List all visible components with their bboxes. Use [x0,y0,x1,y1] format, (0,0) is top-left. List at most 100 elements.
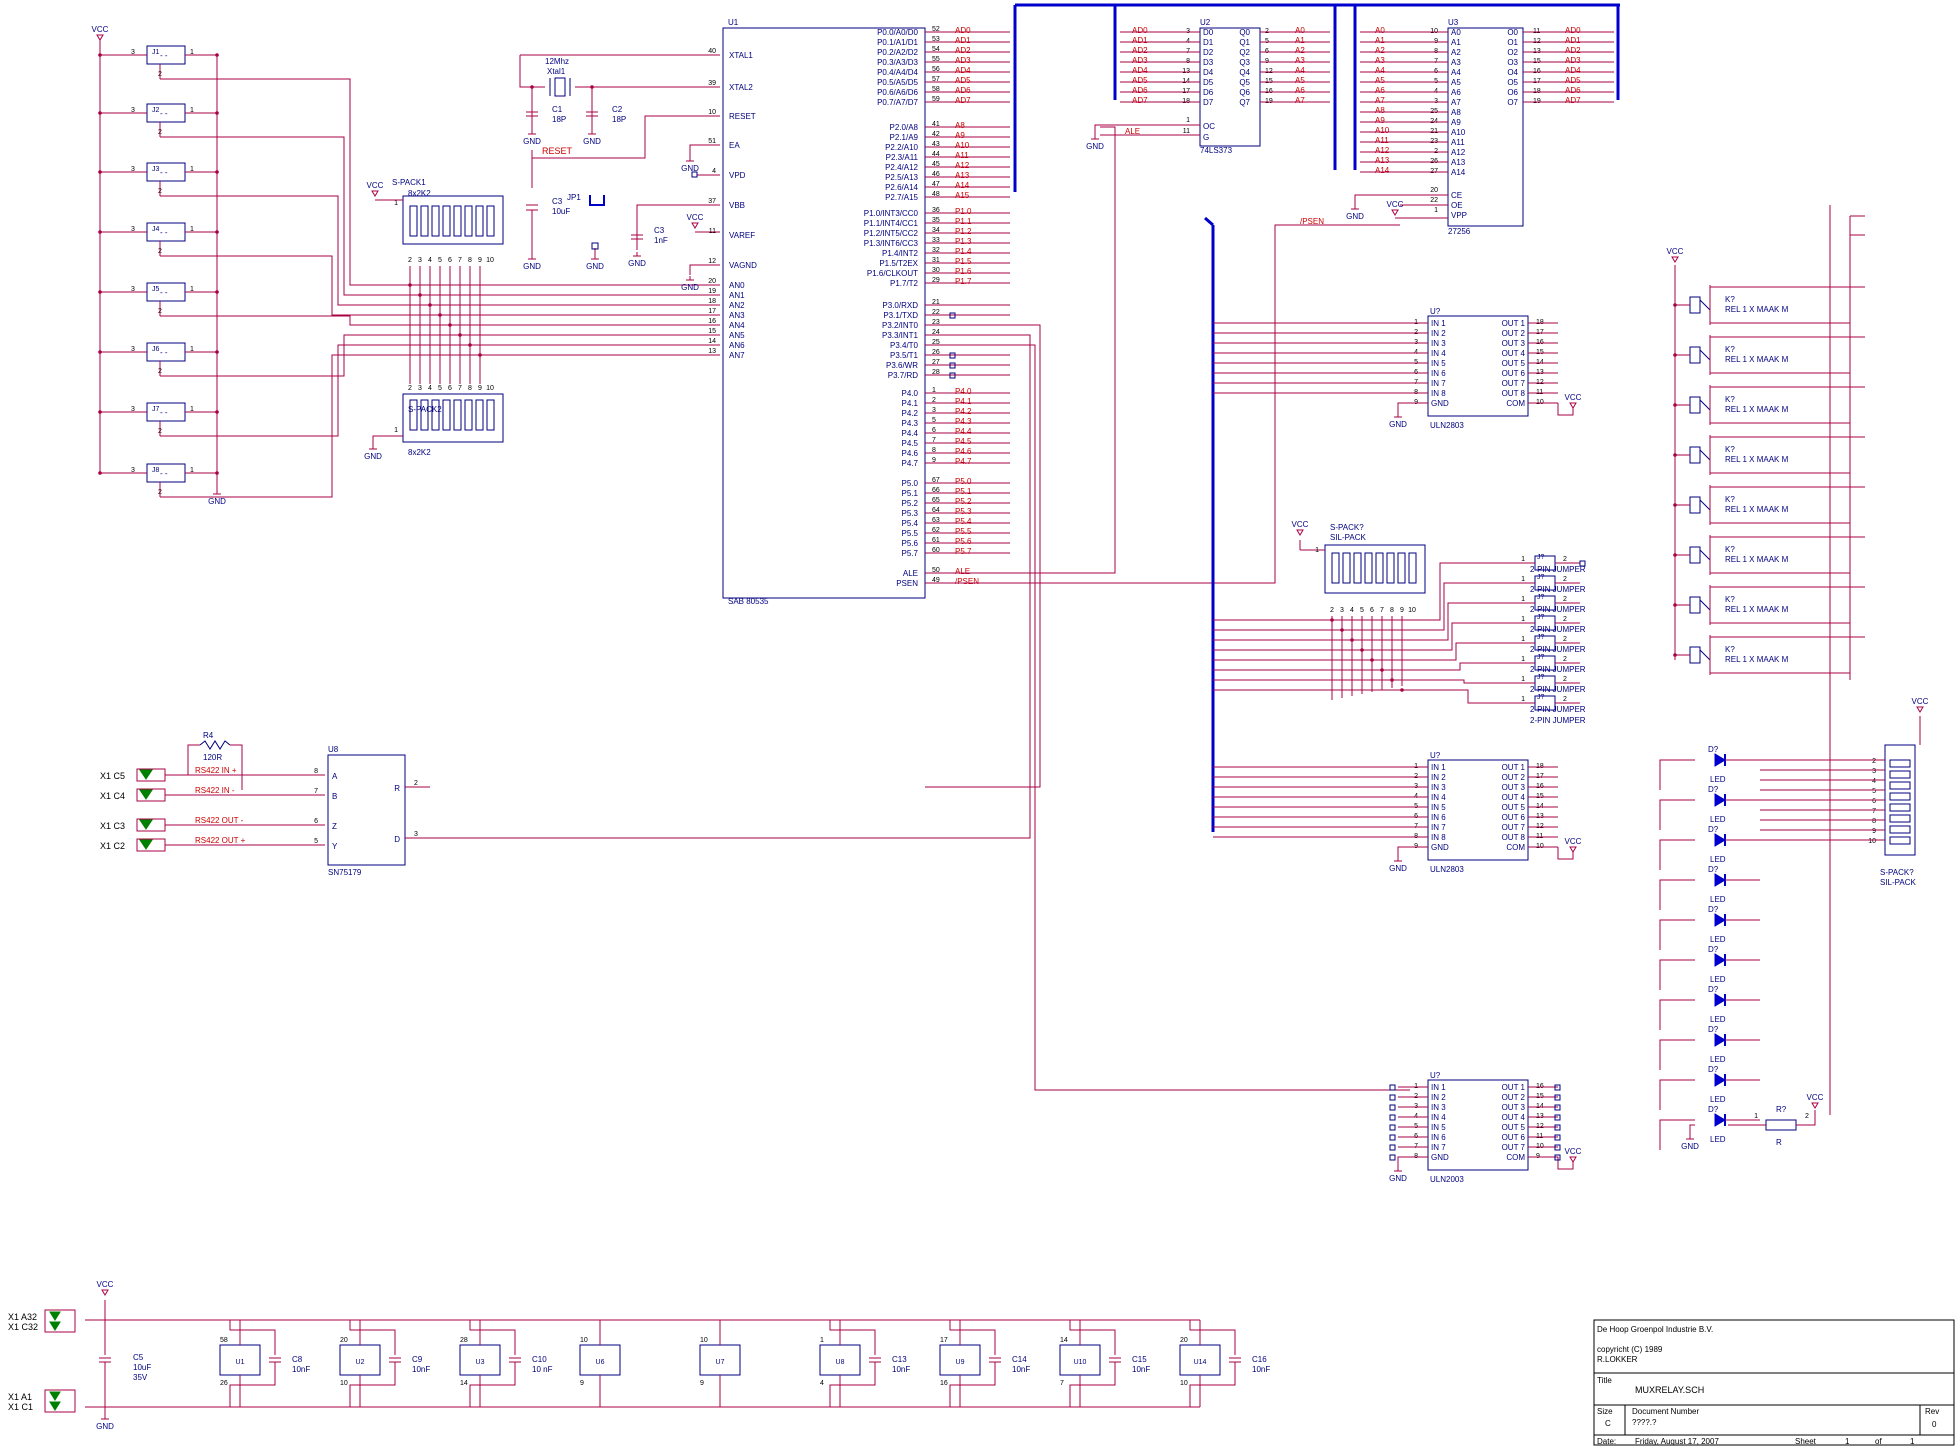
decoupling-ic-ref: U6 [596,1359,605,1366]
relay-label: REL 1 X MAAK M [1725,655,1789,664]
wire [1796,1110,1816,1126]
cap-ref: C2 [612,105,623,114]
wire [1397,402,1428,413]
u3-pin-name: A0 [1451,28,1461,37]
u1-pin-number: 54 [932,46,940,53]
spack1-value: 8x2K2 [408,189,431,198]
wire [689,144,720,157]
pin-number: 26 [220,1380,228,1387]
power-connector-ref: X1 A1 [8,1392,32,1402]
pin-number: 3 [418,385,422,392]
relay-coil [1689,546,1701,564]
sheet-label: Sheet [1795,1437,1817,1446]
net-label-reset: RESET [542,146,573,156]
connector-pin [49,1321,61,1331]
u3-pin-name: A9 [1451,118,1461,127]
wire [1557,403,1574,416]
spack-resistor [431,205,440,237]
wire [1689,1124,1695,1135]
dip-switch-ref: J6 [152,346,160,353]
pin-pad [1554,1154,1561,1161]
u1-port-pin: P1.3/INT6/CC3 [864,239,919,248]
relay-coil [1689,646,1701,664]
u1-port-pin: P1.7/T2 [890,279,919,288]
cap-value: 10uF [552,207,570,216]
u1-pin-name: AN7 [729,351,745,360]
led-ref: D? [1708,1025,1719,1034]
pin-pad [949,352,956,359]
jumper-label: 2-PIN JUMPER [1530,716,1586,725]
uln-in-pin: GND [1431,843,1449,852]
cap-value: 10nF [1252,1365,1270,1374]
pin-number: 2 [1805,1113,1809,1120]
pin-number: 1 [394,427,398,434]
spack2-value: 8x2K2 [408,448,431,457]
spack-resistor [1889,836,1911,845]
crystal-body [554,77,566,97]
led-ref: D? [1708,1065,1719,1074]
net-label: AD4 [1565,66,1581,75]
pin-number: 2 [1330,607,1334,614]
u1-port-pin: P4.4 [902,429,919,438]
net-label: A3 [1375,56,1385,65]
u1-pin-number: 5 [932,417,936,424]
pin-pad [949,312,956,319]
u1-pin-number: 58 [932,86,940,93]
pin-pad [1554,1144,1561,1151]
junction-dot [1673,603,1677,607]
junction-dot [448,323,452,327]
u1-pin-number: 61 [932,537,940,544]
vcc-symbol [101,1289,109,1296]
connector-ref: X1 C3 [100,821,125,831]
dip-switch-ref: J8 [152,467,160,474]
wire [160,315,720,326]
u8-pin-name: D [394,835,400,844]
uln-body [1427,1079,1529,1171]
u1-port-pin: P0.3/A3/D3 [877,58,918,67]
uln-out-pin: OUT 4 [1502,349,1526,358]
u1-port-pin: P1.6/CLKOUT [867,269,918,278]
cap-ref: C8 [292,1355,303,1364]
pin-number: 6 [448,385,452,392]
u1-pin-number: 65 [932,497,940,504]
pin-number: 5 [438,385,442,392]
u1-pin-name: AN3 [729,311,745,320]
u1-port-pin: P5.4 [902,519,919,528]
relay-coil [1689,496,1701,514]
u2-pin-name: D5 [1203,78,1214,87]
led-ref: D? [1708,865,1719,874]
wire [469,1362,516,1407]
net-label: P5.4 [955,517,972,526]
vcc-label: VCC [1292,520,1309,529]
uln-out-pin: OUT 2 [1502,1093,1526,1102]
led-symbol [1714,833,1726,847]
connector-pin [49,1311,61,1321]
u1-pin-name: AN5 [729,331,745,340]
junction-dot [215,471,219,475]
relay-contact [1699,649,1711,661]
pin-number: 1 [190,166,194,173]
u1-pin-number: 12 [708,258,716,265]
power-connector-ref: X1 C1 [8,1402,33,1412]
u1-pin-number: 66 [932,487,940,494]
led-label: LED [1710,895,1726,904]
vcc-label: VCC [687,213,704,222]
port-bus [1204,216,1214,227]
pin-number: 1 [1521,636,1525,643]
pin-number: 2 [408,257,412,264]
u1-pin-number: 13 [708,348,716,355]
u1-pin-number: 51 [708,138,716,145]
pin-number: 1 [1754,1113,1758,1120]
pin-number: 8 [1390,607,1394,614]
pin-pad [1389,1114,1396,1121]
u1-pin-number: 28 [932,369,940,376]
connector-pin [49,1401,61,1411]
pin-number: 1 [1521,616,1525,623]
pin-number: 10 [340,1380,348,1387]
gnd-label: GND [208,497,226,506]
gnd-label: GND [523,137,541,146]
junction-dot [530,85,534,89]
u2-pin-name: Q7 [1239,98,1250,107]
net-label: A0 [1295,26,1305,35]
gnd-label: GND [583,137,601,146]
